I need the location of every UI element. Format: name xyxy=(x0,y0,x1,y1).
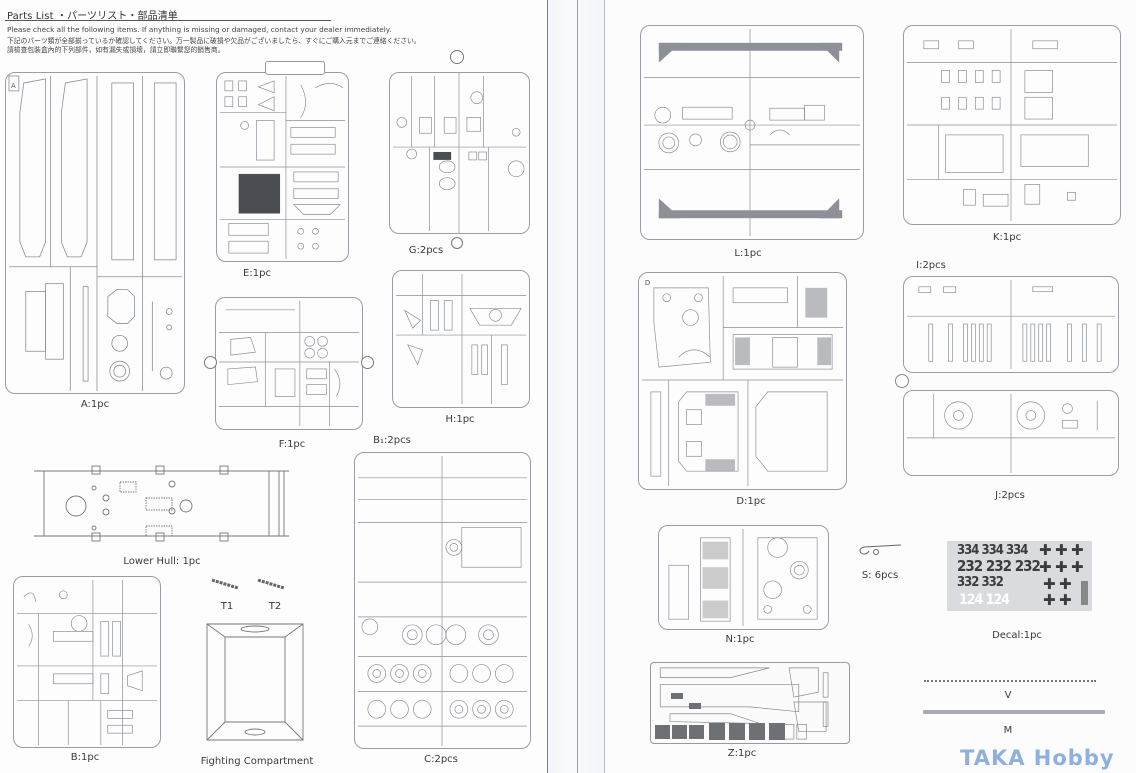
label-b: B:1pc xyxy=(70,752,100,763)
sprue-e-tab xyxy=(265,61,325,75)
decal-row-124: 124 124 xyxy=(959,592,1010,608)
sprue-j xyxy=(903,390,1119,476)
balkenkreuz-icon: ✚ xyxy=(1059,575,1072,593)
s-pin-part xyxy=(856,543,902,559)
chain-v xyxy=(924,680,1096,685)
sprue-letter-d: D xyxy=(645,279,650,287)
instruction-en: Please check all the following items. If… xyxy=(7,25,392,34)
page-edge-line xyxy=(547,0,548,773)
sprue-letter-a: A xyxy=(11,82,16,90)
sprue-i-runner-ring xyxy=(895,374,909,388)
label-decal: Decal:1pc xyxy=(992,630,1042,641)
pe-plate xyxy=(749,723,765,740)
label-j: J:2pcs xyxy=(995,490,1025,501)
header-divider xyxy=(5,20,331,21)
pe-plate xyxy=(655,725,670,739)
sprue-k xyxy=(903,25,1121,225)
balkenkreuz-icon: ✚ xyxy=(1055,541,1068,559)
balkenkreuz-icon: ✚ xyxy=(1043,591,1056,609)
gutter-fold-line xyxy=(577,0,578,773)
label-l: L:1pc xyxy=(734,248,762,259)
balkenkreuz-icon: ✚ xyxy=(1039,558,1052,576)
label-z: Z:1pc xyxy=(727,748,757,759)
balkenkreuz-icon: ✚ xyxy=(1059,591,1072,609)
sprue-i xyxy=(903,276,1119,373)
label-t1: T1 xyxy=(220,601,234,612)
sprue-a: A xyxy=(5,72,185,394)
sprue-f xyxy=(215,297,363,430)
label-lower-hull: Lower Hull: 1pc xyxy=(123,556,201,567)
label-fighting-compartment: Fighting Compartment xyxy=(200,756,314,767)
label-t2: T2 xyxy=(268,601,282,612)
sprue-f-right-ring xyxy=(361,356,374,369)
instruction-ja: 下記のパーツ類が全部揃っているか確認してください。万一製品に破損や欠品がございま… xyxy=(7,37,421,45)
sprue-e xyxy=(216,72,349,262)
sprue-n xyxy=(658,525,829,630)
page-edge-line xyxy=(604,0,605,773)
balkenkreuz-icon: ✚ xyxy=(1071,541,1084,559)
sprue-d: D xyxy=(638,272,847,490)
photo-etch-z xyxy=(650,662,850,744)
pe-plate xyxy=(689,703,701,709)
label-a: A:1pc xyxy=(80,399,110,410)
label-e: E:1pc xyxy=(243,268,271,279)
watermark: TAKA Hobby xyxy=(960,746,1115,770)
balkenkreuz-icon: ✚ xyxy=(1055,558,1068,576)
label-b1: B₁:2pcs xyxy=(373,435,411,446)
label-c: C:2pcs xyxy=(424,754,458,765)
sprue-f-left-ring xyxy=(204,356,217,369)
label-f: F:1pc xyxy=(278,439,306,450)
label-g: G:2pcs xyxy=(408,245,444,256)
decal-row-332: 332 332 xyxy=(957,575,1004,590)
pe-plate xyxy=(709,723,725,740)
sprue-g xyxy=(389,72,530,234)
decal-plate-mark xyxy=(1081,581,1088,605)
lower-hull-part xyxy=(34,456,290,551)
pe-plate xyxy=(769,723,785,740)
sprue-c xyxy=(354,452,531,749)
decal-row-334: 334 334 334 xyxy=(957,543,1028,558)
balkenkreuz-icon: ✚ xyxy=(1039,541,1052,559)
pe-plate xyxy=(671,693,683,699)
label-d: D:1pc xyxy=(736,496,766,507)
label-k: K:1pc xyxy=(992,232,1022,243)
label-h: H:1pc xyxy=(445,414,475,425)
rod-m xyxy=(923,710,1105,714)
balkenkreuz-icon: ✚ xyxy=(1043,575,1056,593)
label-i: I:2pcs xyxy=(916,260,946,271)
track-link-t2 xyxy=(256,576,286,590)
instruction-zh: 請檢查包裝盒內的下列部件，如有漏失或損壞，請立即聯繫您的銷售商。 xyxy=(7,46,225,54)
label-s: S: 6pcs xyxy=(861,570,899,581)
balkenkreuz-icon: ✚ xyxy=(1071,558,1084,576)
decal-row-232: 232 232 232 xyxy=(957,557,1041,575)
parts-list-title: Parts List ・パーツリスト・部品清单 xyxy=(7,11,178,22)
pe-plate xyxy=(729,723,745,740)
fighting-compartment-part xyxy=(205,622,305,742)
sprue-h xyxy=(392,270,530,408)
label-m: M xyxy=(1003,725,1013,736)
pe-plate xyxy=(689,725,704,739)
sprue-b xyxy=(13,576,161,748)
pe-plate xyxy=(672,725,687,739)
track-link-t1 xyxy=(210,576,240,590)
page-gutter xyxy=(548,0,605,773)
label-n: N:1pc xyxy=(725,634,755,645)
decal-sheet: 334 334 334 232 232 232 332 332 124 124 … xyxy=(947,541,1092,611)
label-v: V xyxy=(1004,690,1012,701)
sprue-l xyxy=(640,25,864,240)
sprue-g-top-ring xyxy=(450,50,464,64)
sprue-g-bottom-ring xyxy=(451,237,463,249)
